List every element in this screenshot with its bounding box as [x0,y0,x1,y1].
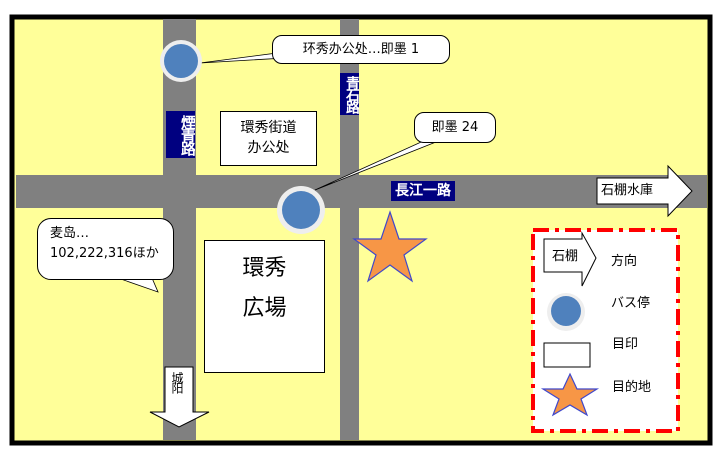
legend-direction-label: 方向 [611,254,638,269]
direction-label-east: 石棚水庫 [601,183,654,198]
legend-landmark-icon [543,342,591,368]
callout-bus-stop-3: 麦岛… 102,222,316ほか [37,218,174,280]
road-changjiang [16,175,707,208]
south-arrow-icon[interactable] [149,366,210,428]
landmark-plaza[interactable]: 環秀 広場 [204,240,325,373]
destination-star-icon[interactable] [352,210,428,283]
direction-label-south: 城阳 [170,372,184,392]
legend-arrow-icon [543,231,597,287]
callout-bus-stop-2: 即墨 24 [414,112,496,143]
legend-bus-stop-label: バス停 [611,296,651,311]
legend-landmark-label: 目印 [612,337,639,352]
road-label-qingshi: 青石路 [340,73,359,115]
road-label-yanqing: 煙青路 [166,111,195,158]
landmark-plaza-line2: 広場 [242,296,287,321]
callout-bus-stop-1: 环秀办公处…即墨 1 [272,35,450,64]
legend-arrow-sample-text: 石棚 [552,249,579,264]
callout-text: 即墨 24 [431,120,479,135]
bus-stop-icon[interactable] [277,186,325,234]
landmark-office-line1: 環秀街道 [240,120,297,136]
landmark-plaza-line1: 環秀 [242,256,287,281]
road-label-changjiang: 長江一路 [391,181,455,201]
callout-text: 102,222,316ほか [50,246,159,261]
landmark-office-line2: 办公处 [247,140,290,156]
road-qingshi [340,19,359,440]
legend-destination-label: 目的地 [612,380,652,395]
callout-text: 环秀办公处…即墨 1 [302,42,420,57]
callout-text: 麦岛… [50,226,90,241]
bus-stop-icon[interactable] [160,40,202,82]
legend-bus-stop-icon [547,293,585,331]
legend-star-icon [540,372,600,417]
east-arrow-icon[interactable] [596,164,693,218]
landmark-office[interactable]: 環秀街道 办公处 [220,111,317,166]
